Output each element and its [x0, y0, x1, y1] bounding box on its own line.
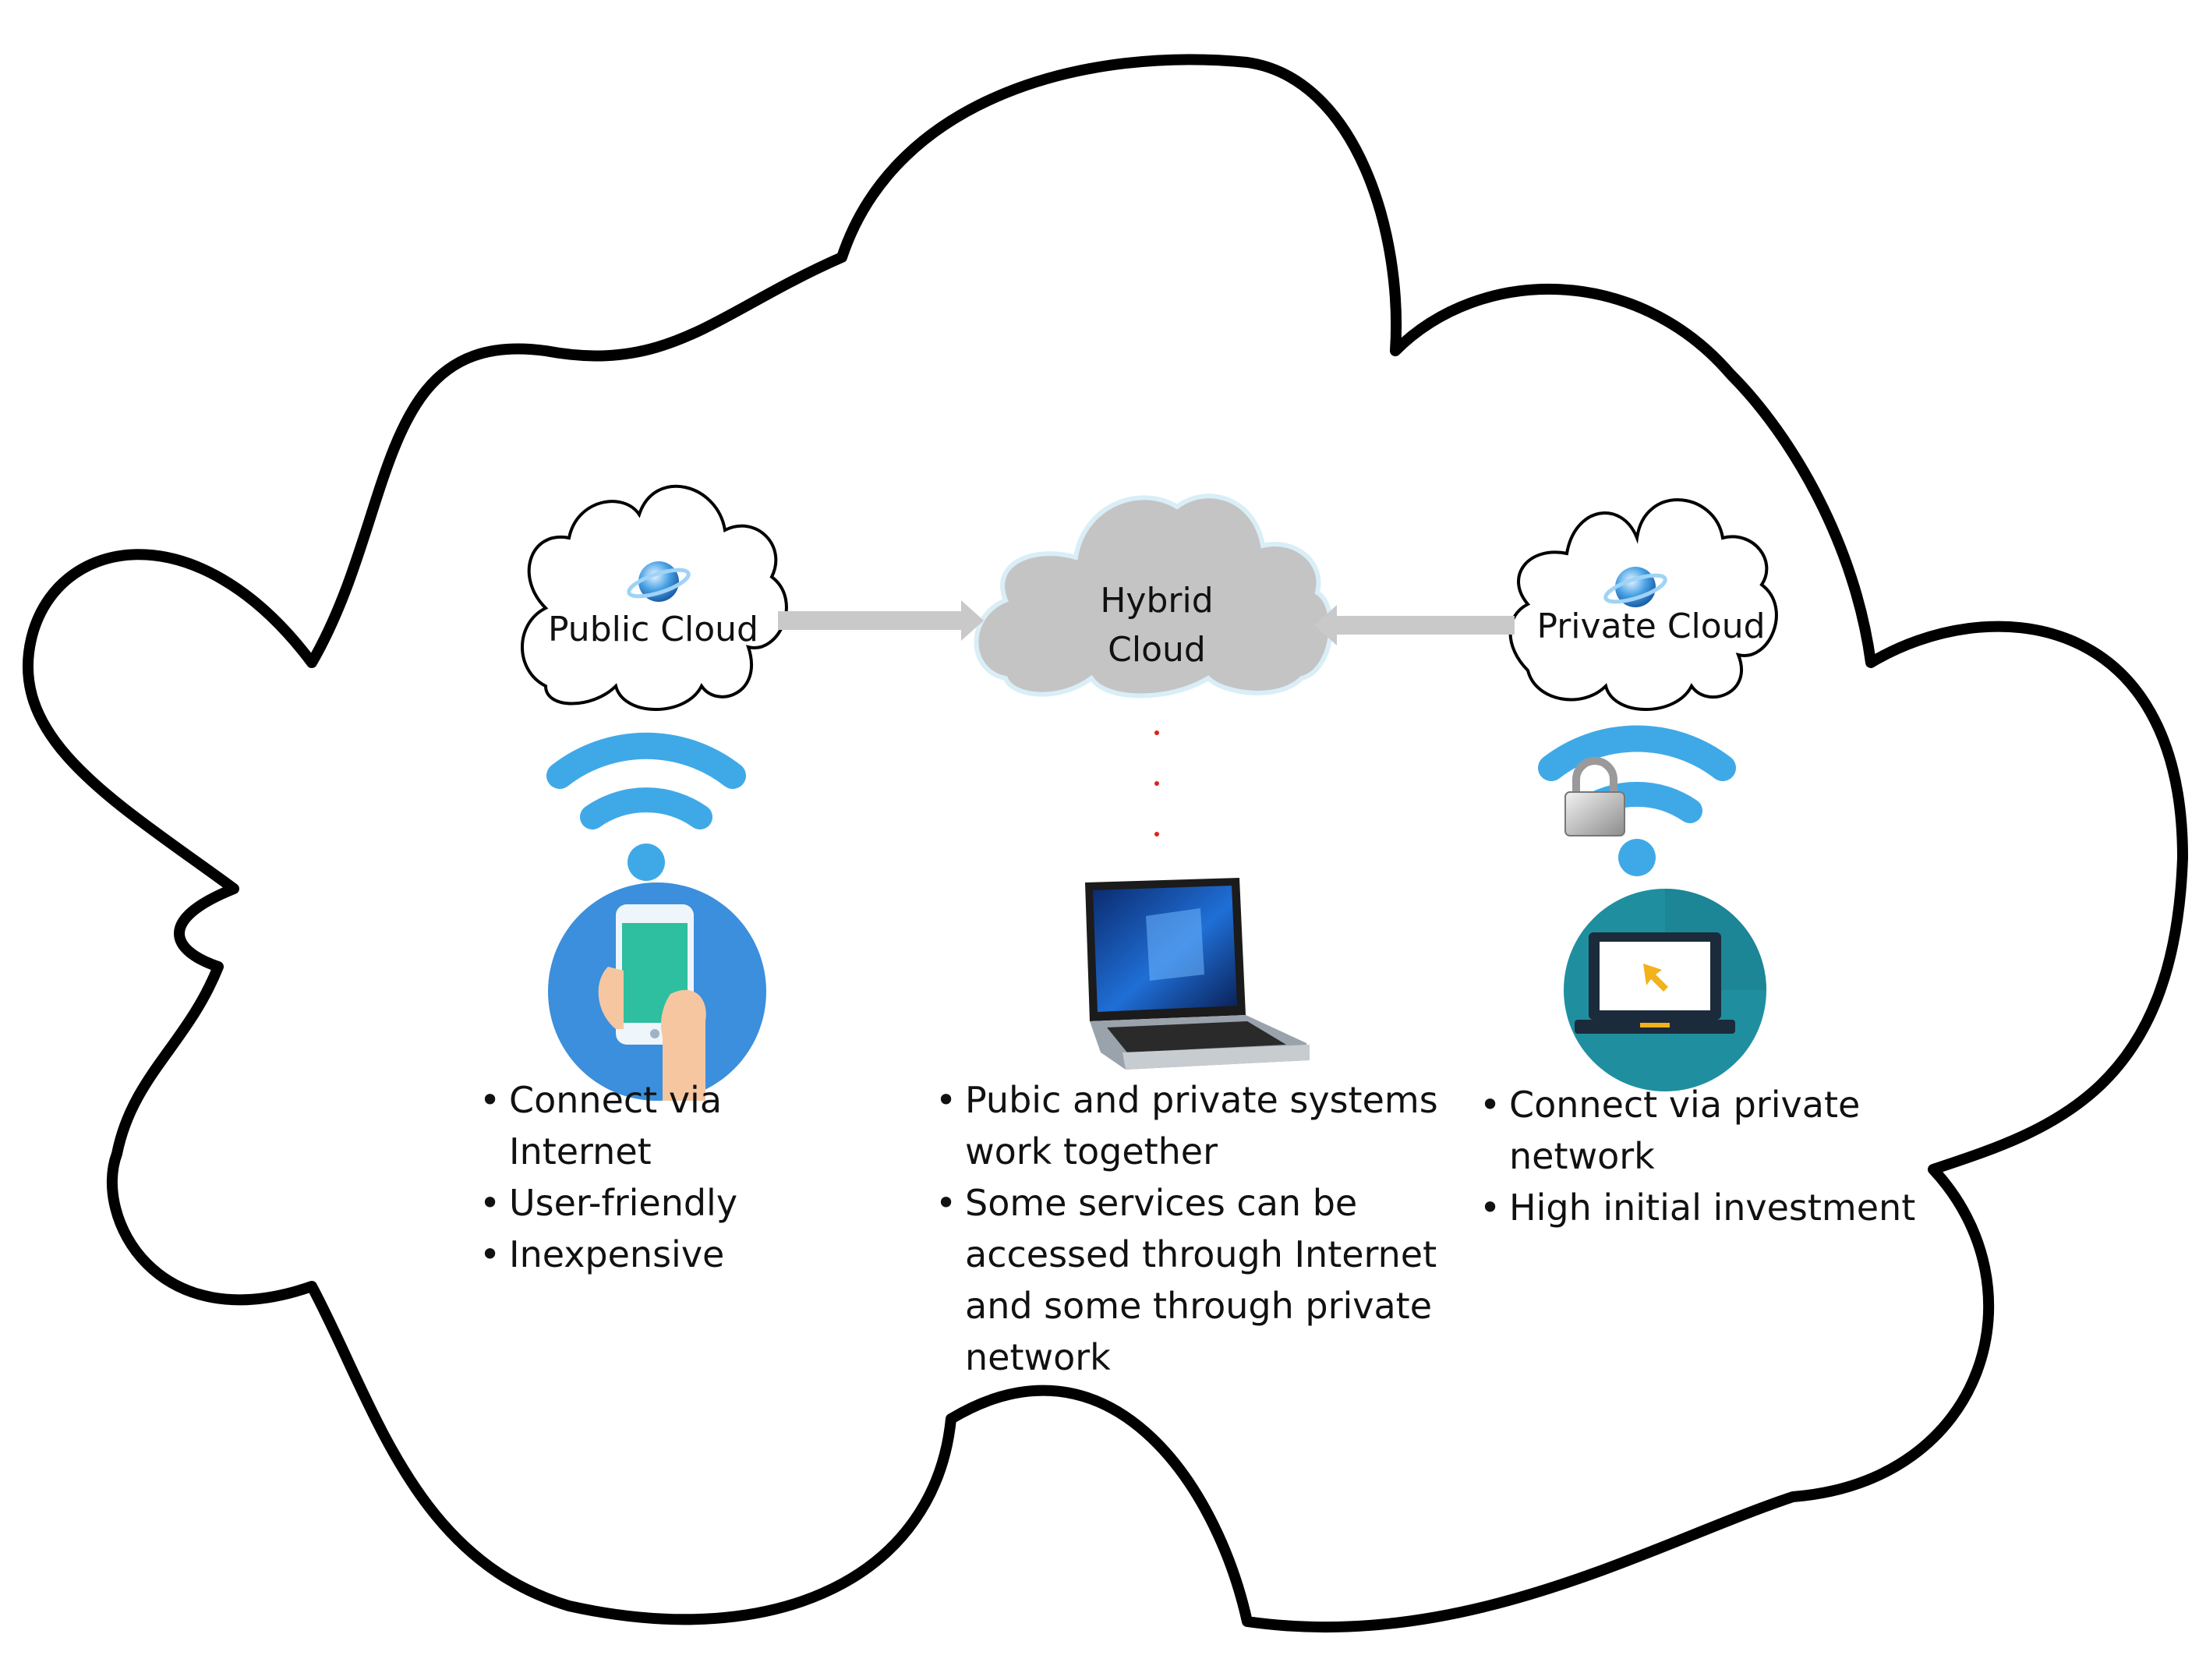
- list-item: High initial investment: [1480, 1182, 1947, 1233]
- private-cloud-node: [1508, 498, 1778, 711]
- laptop-icon: [1085, 878, 1310, 1070]
- globe-icon: [627, 561, 691, 602]
- globe-icon: [1603, 567, 1667, 607]
- public-cloud-feature-list: Connect via Internet User-friendly Inexp…: [479, 1074, 760, 1280]
- list-item: User-friendly: [479, 1177, 760, 1229]
- hybrid-cloud-label-line2: Cloud: [1108, 630, 1206, 670]
- list-item: Inexpensive: [479, 1229, 760, 1280]
- arrow-public-to-hybrid: [778, 600, 984, 641]
- list-item: Some services can be accessed through In…: [935, 1177, 1465, 1383]
- private-cloud-feature-list: Connect via private network High initial…: [1480, 1079, 1947, 1233]
- private-cloud-label: Private Cloud: [1536, 607, 1765, 646]
- wifi-icon: [546, 732, 746, 881]
- list-item: Connect via Internet: [479, 1074, 760, 1177]
- hybrid-cloud-feature-list: Pubic and private systems work together …: [935, 1074, 1465, 1383]
- list-item: Pubic and private systems work together: [935, 1074, 1465, 1177]
- arrow-private-to-hybrid: [1314, 605, 1515, 645]
- public-cloud-node: [521, 484, 788, 711]
- laptop-screen-cursor-icon: [1564, 889, 1766, 1091]
- outer-cloud-outline: [22, 54, 2188, 1632]
- hybrid-cloud-label-line1: Hybrid: [1100, 581, 1213, 621]
- hybrid-cloud-node: [974, 493, 1334, 699]
- hybrid-dotted-connector: [1154, 730, 1159, 836]
- public-cloud-label: Public Cloud: [548, 610, 758, 649]
- list-item: Connect via private network: [1480, 1079, 1947, 1182]
- smartphone-in-hand-icon: [548, 882, 766, 1101]
- padlock-icon: [1564, 757, 1625, 836]
